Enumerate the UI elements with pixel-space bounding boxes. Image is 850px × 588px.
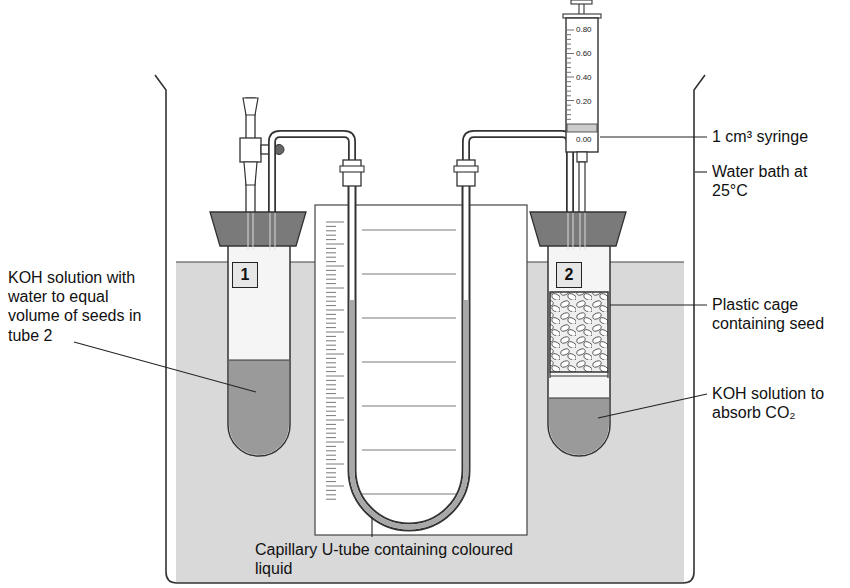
callout-label: KOH solution with water to equal volume … [8,268,148,345]
callout-label: Capillary U-tube containing coloured liq… [255,540,515,578]
capillary-u-tube [352,185,466,527]
scale-number: 0.00 [576,136,598,144]
callout-label: Plastic cage containing seed [712,295,846,333]
bung [210,212,306,246]
koh-solution [549,398,609,455]
koh-solution [229,360,289,455]
tube-connector [343,160,361,186]
scale-board [315,205,527,535]
test-tube [548,236,610,456]
scale-number: 0.60 [576,50,598,58]
beaker [155,75,705,583]
callout-label: 1 cm³ syringe [712,127,846,146]
scale-lines [326,222,456,499]
tube-number-box: 1 [232,262,258,288]
tube-number: 2 [565,267,574,283]
syringe [563,0,601,214]
tube-number-box: 2 [556,262,582,288]
plastic-cage [550,292,608,372]
tube-connector [457,160,475,186]
scale-number: 0.40 [576,74,598,82]
bung [530,212,626,246]
callout-label: KOH solution to absorb CO₂ [712,384,846,422]
connecting-tube [272,134,570,214]
test-tube [228,236,290,456]
leader-line [74,137,707,537]
tube-number: 1 [241,267,250,283]
scale-number: 0.80 [576,26,598,34]
tap [240,138,261,162]
scale-number: 0.20 [576,98,598,106]
callout-label: Water bath at 25°C [712,162,846,200]
